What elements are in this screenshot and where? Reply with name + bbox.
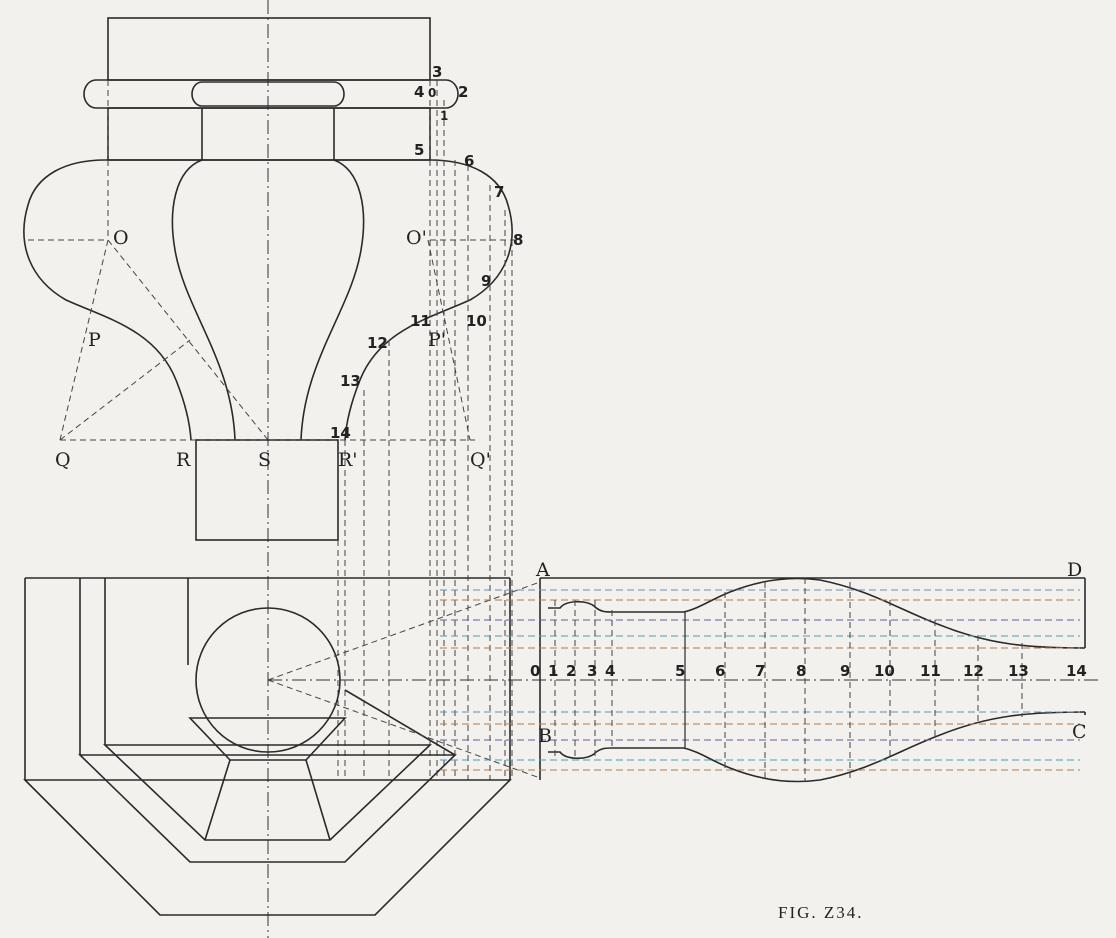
development-top-curve [548,577,1086,649]
plan-view [23,577,541,916]
point-label-3: 3 [432,63,442,81]
point-label-10: 10 [466,312,487,330]
point-label-9: 9 [481,272,491,290]
elevation-view [23,17,518,780]
point-label-2: 2 [458,83,468,101]
point-label-8: 8 [513,231,523,249]
bell-profile-left [23,159,192,441]
label-P-prime: P' [428,329,446,351]
point-label-4: 4 [414,83,424,101]
station-0: 0 [530,662,540,680]
station-10: 10 [874,662,895,680]
base-block [195,439,339,541]
point-label-13: 13 [340,372,361,390]
point-label-6: 6 [464,152,474,170]
station-6: 6 [715,662,725,680]
station-8: 8 [796,662,806,680]
station-2: 2 [566,662,576,680]
corner-D: D [1067,559,1082,581]
station-4: 4 [605,662,615,680]
point-label-11: 11 [410,312,431,330]
neck [107,107,431,161]
point-label-1: 1 [440,109,448,123]
station-1: 1 [548,662,558,680]
station-14: 14 [1066,662,1087,680]
label-S: S [258,449,271,471]
station-7: 7 [755,662,765,680]
label-Q-prime: Q' [470,449,491,471]
station-11: 11 [920,662,941,680]
figure-caption: FIG. Z34. [778,903,864,922]
point-label-7: 7 [494,183,504,201]
station-12: 12 [963,662,984,680]
point-label-12: 12 [367,334,388,352]
plan-circle [195,607,341,753]
label-O-prime: O' [406,227,427,249]
corner-A: A [535,559,550,581]
label-Q: Q [55,449,71,471]
station-3: 3 [587,662,597,680]
development-view [440,577,1086,783]
label-R-prime: R' [338,449,358,471]
label-P: P [88,329,101,351]
station-13: 13 [1008,662,1029,680]
point-label-14: 14 [330,424,351,442]
corner-B: B [538,725,552,747]
label-R: R [176,449,191,471]
development-bottom-curve [548,711,1086,783]
inner-collar [191,81,345,107]
point-label-5: 5 [414,141,424,159]
bell-profile-right [344,159,513,441]
corner-C: C [1072,721,1087,743]
station-9: 9 [840,662,850,680]
torus-band [83,79,459,109]
top-block [107,17,431,81]
point-label-0: 0 [428,86,436,100]
station-5: 5 [675,662,685,680]
label-O: O [113,227,129,249]
station-labels: 0 1 2 3 4 5 6 7 8 9 10 11 12 13 14 [530,662,1087,680]
